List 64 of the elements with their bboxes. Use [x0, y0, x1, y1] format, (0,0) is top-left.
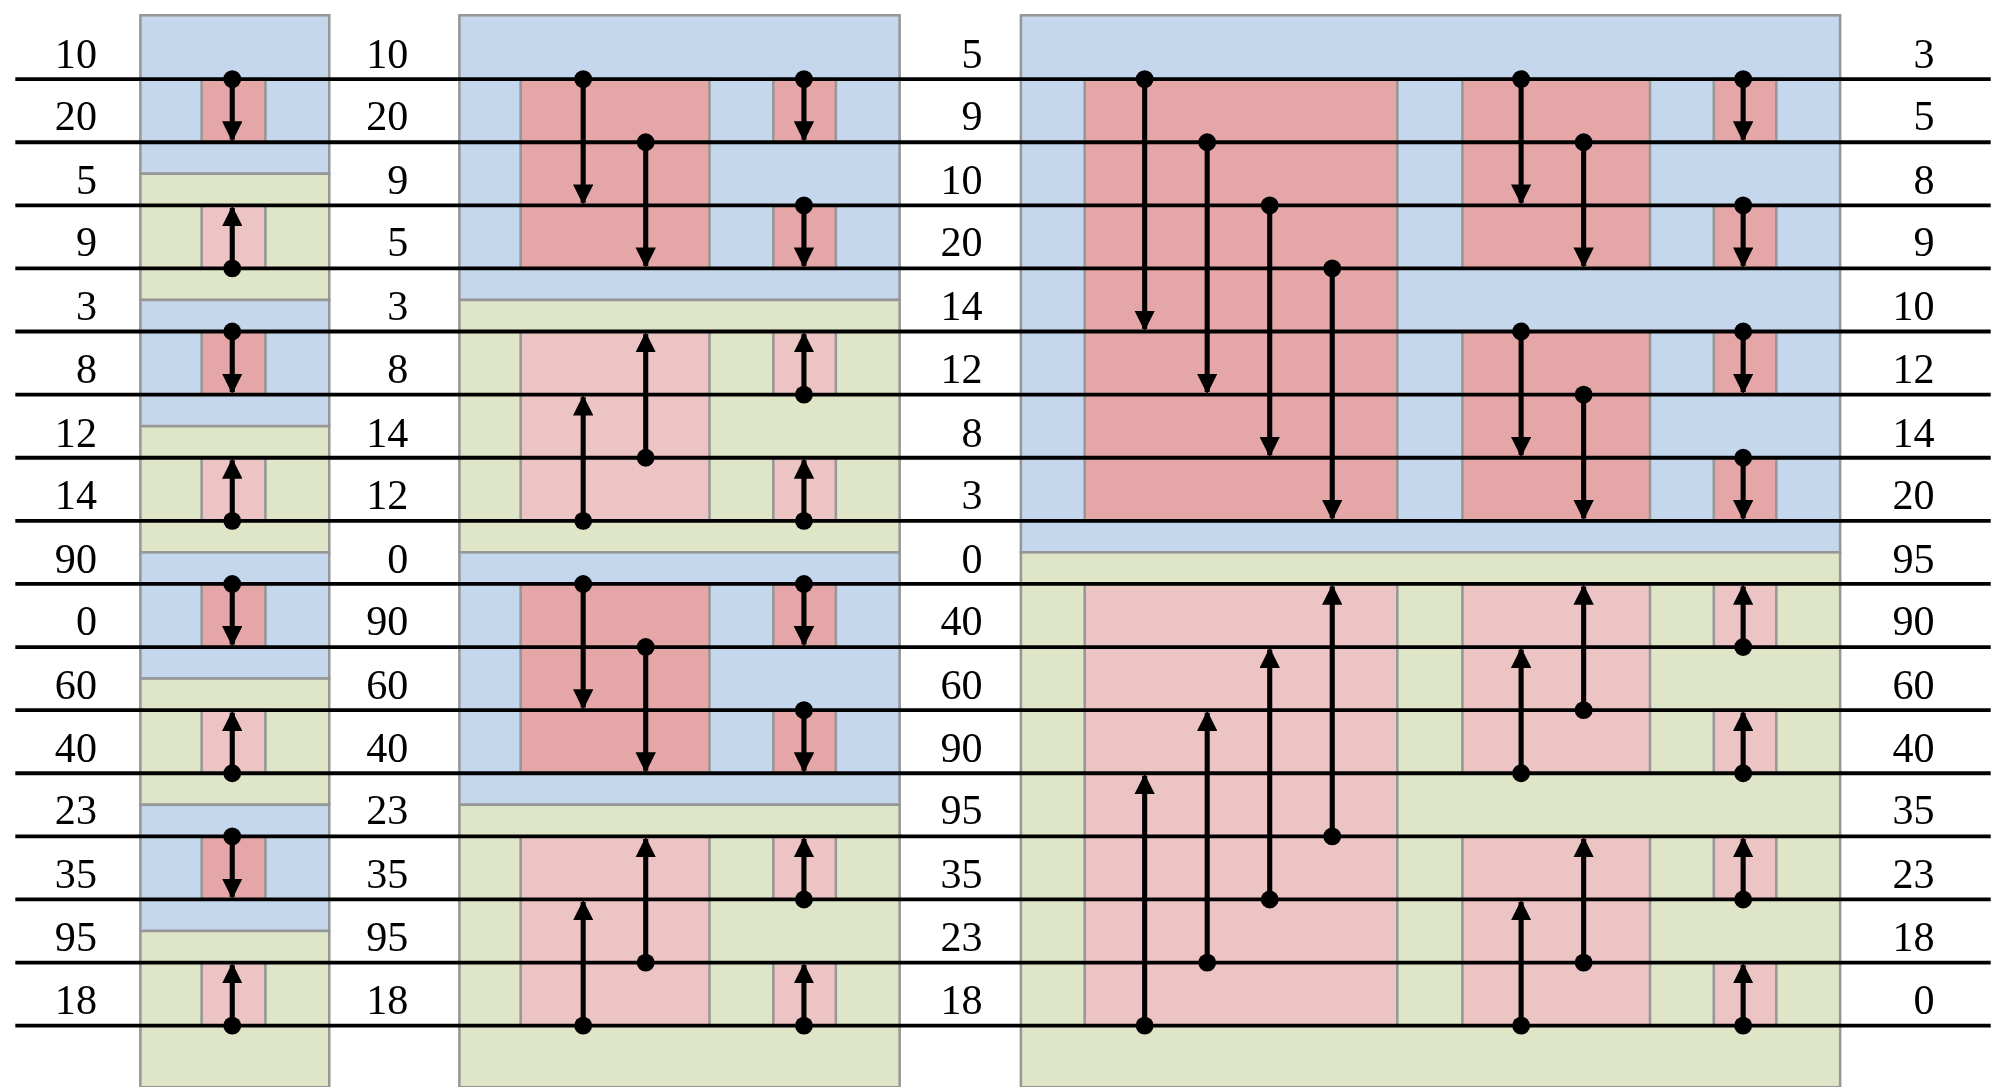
number-label: 35 [1891, 789, 1935, 833]
number-label: 20 [939, 221, 983, 265]
number-label: 8 [1912, 158, 1935, 202]
number-label: 95 [1891, 536, 1935, 581]
number-label: 0 [960, 536, 983, 581]
number-label: 23 [939, 915, 983, 959]
number-label: 12 [365, 473, 409, 517]
number-label: 3 [74, 284, 97, 328]
number-label: 60 [939, 662, 983, 707]
number-label: 18 [53, 978, 97, 1022]
number-label: 5 [386, 221, 409, 265]
number-label: 9 [1912, 221, 1935, 265]
number-label: 12 [1891, 347, 1935, 391]
number-label: 3 [1912, 31, 1935, 76]
number-label: 0 [1912, 978, 1935, 1022]
number-label: 40 [1891, 726, 1935, 770]
number-label: 95 [53, 915, 97, 959]
number-label: 10 [365, 31, 409, 76]
number-label: 5 [74, 158, 97, 202]
number-label: 5 [960, 31, 983, 76]
number-label: 35 [939, 852, 983, 896]
number-label: 60 [365, 662, 409, 707]
number-label: 3 [960, 473, 983, 517]
number-label: 95 [939, 789, 983, 833]
number-label: 8 [386, 347, 409, 391]
number-label: 90 [939, 726, 983, 770]
number-label: 60 [1891, 662, 1935, 707]
number-label: 9 [960, 95, 983, 139]
number-label: 18 [939, 978, 983, 1022]
number-label: 90 [1891, 599, 1935, 644]
number-label: 23 [53, 789, 97, 833]
number-label: 10 [939, 158, 983, 202]
number-label: 14 [365, 410, 409, 454]
number-label: 90 [365, 599, 409, 644]
number-label: 8 [960, 410, 983, 454]
number-label: 18 [365, 978, 409, 1022]
number-label: 14 [53, 473, 97, 517]
number-label: 9 [74, 221, 97, 265]
number-label: 14 [939, 284, 983, 328]
number-label: 9 [386, 158, 409, 202]
number-label: 40 [939, 599, 983, 644]
number-label: 60 [53, 662, 97, 707]
number-label: 20 [1891, 473, 1935, 517]
number-label: 35 [365, 852, 409, 896]
number-label: 23 [365, 789, 409, 833]
number-label: 3 [386, 284, 409, 328]
number-label: 0 [386, 536, 409, 581]
number-label: 90 [53, 536, 97, 581]
number-label: 8 [74, 347, 97, 391]
number-label: 20 [53, 95, 97, 139]
number-label: 40 [365, 726, 409, 770]
number-label: 12 [53, 410, 97, 454]
number-label: 5 [1912, 95, 1935, 139]
number-label: 23 [1891, 852, 1935, 896]
number-label: 10 [1891, 284, 1935, 328]
number-label: 14 [1891, 410, 1935, 454]
number-label: 35 [53, 852, 97, 896]
number-label: 10 [53, 31, 97, 76]
number-label: 18 [1891, 915, 1935, 959]
number-label: 20 [365, 95, 409, 139]
number-label: 40 [53, 726, 97, 770]
number-label: 95 [365, 915, 409, 959]
number-label: 0 [74, 599, 97, 644]
number-label: 12 [939, 347, 983, 391]
